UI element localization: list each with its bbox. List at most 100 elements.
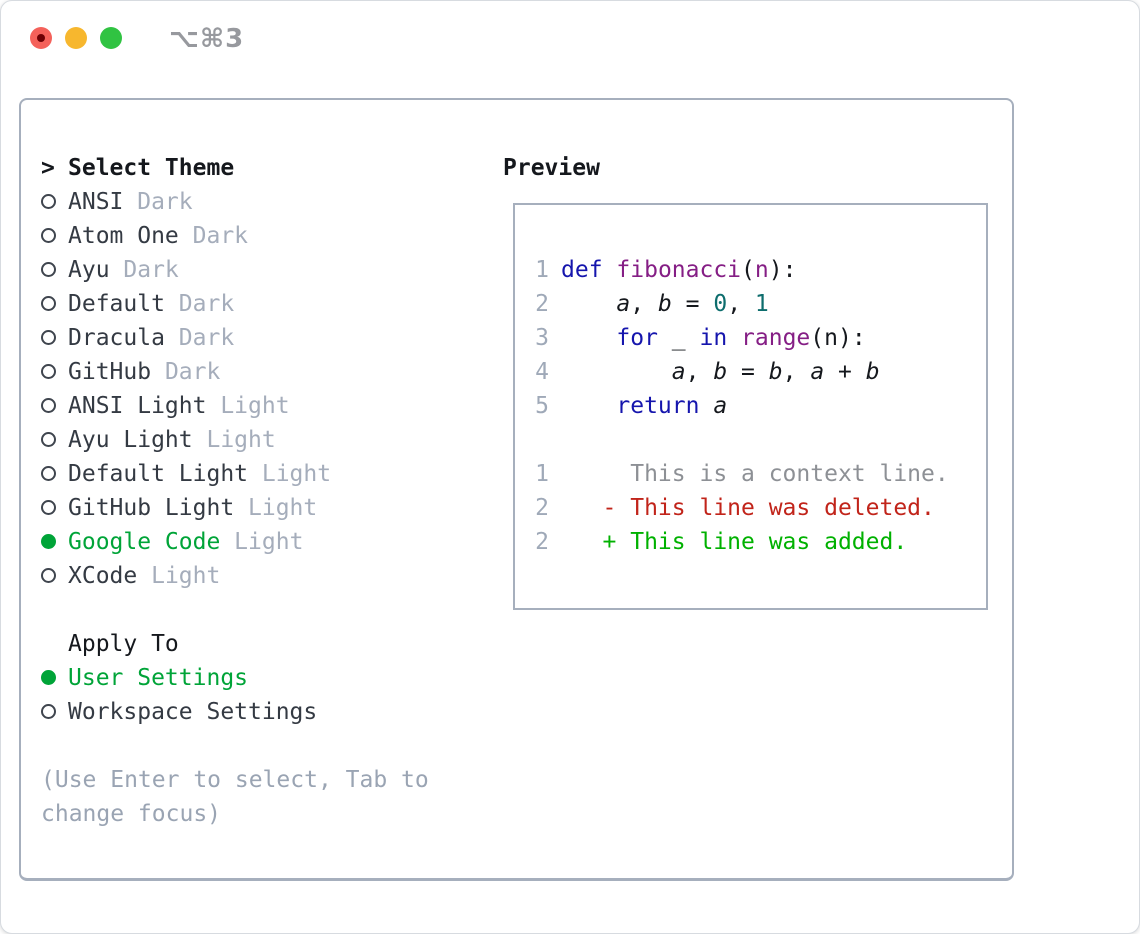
token-p: [603, 257, 617, 283]
help-text: (Use Enter to select, Tab to change focu…: [41, 767, 429, 827]
theme-name: Ayu: [68, 257, 110, 283]
theme-item-default-light[interactable]: Default Light Light: [41, 457, 491, 491]
theme-item-ayu-light[interactable]: Ayu Light Light: [41, 423, 491, 457]
radio-cell: [41, 491, 68, 525]
preview-line: 1 This is a context line.: [525, 457, 976, 491]
theme-name: Google Code: [68, 529, 221, 555]
theme-item-atom-one[interactable]: Atom One Dark: [41, 219, 491, 253]
theme-variant: Dark: [178, 223, 249, 249]
radio-icon: [41, 398, 56, 413]
apply-option-user-settings[interactable]: User Settings: [41, 661, 491, 695]
token-add: + This line was added.: [561, 529, 908, 555]
token-k: def: [561, 257, 603, 283]
token-k: in: [699, 325, 728, 351]
radio-cell: [41, 559, 68, 593]
apply-option-label: Workspace Settings: [68, 699, 318, 725]
token-p: [561, 291, 616, 317]
preview-line: 5 return a: [525, 389, 976, 423]
preview-line: 2 a, b = 0, 1: [525, 287, 976, 321]
token-p: +: [824, 359, 866, 385]
radio-cell: [41, 287, 68, 321]
token-p: ,: [630, 291, 658, 317]
theme-name: GitHub: [68, 359, 152, 385]
token-p: ,: [782, 359, 811, 385]
theme-variant: Dark: [151, 359, 221, 385]
minimize-icon[interactable]: [65, 27, 87, 49]
preview-line: 1 def fibonacci(n):: [525, 253, 976, 287]
apply-to-header: Apply To: [68, 631, 179, 657]
radio-cell: [41, 695, 68, 729]
line-number: 1: [535, 461, 549, 487]
theme-variant: Dark: [164, 325, 235, 351]
theme-item-ansi[interactable]: ANSI Dark: [41, 185, 491, 219]
theme-name: XCode: [68, 563, 138, 589]
token-f: range: [741, 325, 811, 351]
radio-icon: [41, 704, 56, 719]
radio-cell: [41, 219, 68, 253]
token-k: for: [616, 325, 658, 351]
title-bar: ⌥⌘3: [1, 1, 1139, 75]
radio-cell: [41, 423, 68, 457]
theme-variant: Dark: [164, 291, 235, 317]
radio-icon: [41, 194, 56, 209]
theme-item-ayu[interactable]: Ayu Dark: [41, 253, 491, 287]
theme-name: Atom One: [68, 223, 179, 249]
token-p: =: [727, 359, 769, 385]
theme-item-xcode[interactable]: XCode Light: [41, 559, 491, 593]
theme-item-github-light[interactable]: GitHub Light Light: [41, 491, 491, 525]
theme-variant: Light: [220, 529, 304, 555]
token-p: ):: [768, 257, 797, 283]
token-p: (: [741, 257, 755, 283]
close-icon[interactable]: [30, 27, 52, 49]
line-number: 1: [535, 257, 549, 283]
line-content: + This line was added.: [561, 525, 908, 559]
theme-variant: Light: [234, 495, 318, 521]
line-content: - This line was deleted.: [561, 491, 935, 525]
theme-item-google-code[interactable]: Google Code Light: [41, 525, 491, 559]
token-f: n: [754, 257, 769, 283]
token-p: [561, 393, 616, 419]
blank-line: [525, 423, 976, 457]
theme-name: Default Light: [68, 461, 249, 487]
token-v: b: [768, 359, 783, 385]
line-content: for _ in range(n):: [561, 321, 865, 355]
theme-name: Dracula: [68, 325, 165, 351]
radio-cell: [41, 389, 68, 423]
token-v: a: [616, 291, 631, 317]
radio-icon: [41, 296, 56, 311]
token-p: ,: [727, 291, 755, 317]
window-title: ⌥⌘3: [169, 24, 245, 54]
line-number: 3: [535, 325, 549, 351]
token-f: fibonacci: [616, 257, 742, 283]
radio-icon: [41, 432, 56, 447]
theme-item-default[interactable]: Default Dark: [41, 287, 491, 321]
token-v: a: [810, 359, 825, 385]
token-v: a: [713, 393, 728, 419]
theme-item-dracula[interactable]: Dracula Dark: [41, 321, 491, 355]
token-v: b: [713, 359, 728, 385]
select-theme-header-row: >Select Theme: [41, 151, 491, 185]
theme-item-ansi-light[interactable]: ANSI Light Light: [41, 389, 491, 423]
radio-cell: [41, 253, 68, 287]
apply-option-label: User Settings: [68, 665, 249, 691]
token-ctx: This is a context line.: [561, 461, 949, 487]
line-number: 2: [535, 529, 549, 555]
radio-cell: [41, 355, 68, 389]
token-v: b: [865, 359, 880, 385]
token-p: [561, 325, 616, 351]
token-k: return: [616, 393, 700, 419]
radio-cell: [41, 321, 68, 355]
theme-item-github[interactable]: GitHub Dark: [41, 355, 491, 389]
select-theme-header: Select Theme: [68, 155, 235, 181]
zoom-icon[interactable]: [100, 27, 122, 49]
spacer: [41, 593, 491, 627]
radio-icon: [41, 364, 56, 379]
radio-icon: [41, 228, 56, 243]
theme-variant: Light: [206, 393, 290, 419]
line-number: 4: [535, 359, 549, 385]
apply-option-workspace-settings[interactable]: Workspace Settings: [41, 695, 491, 729]
